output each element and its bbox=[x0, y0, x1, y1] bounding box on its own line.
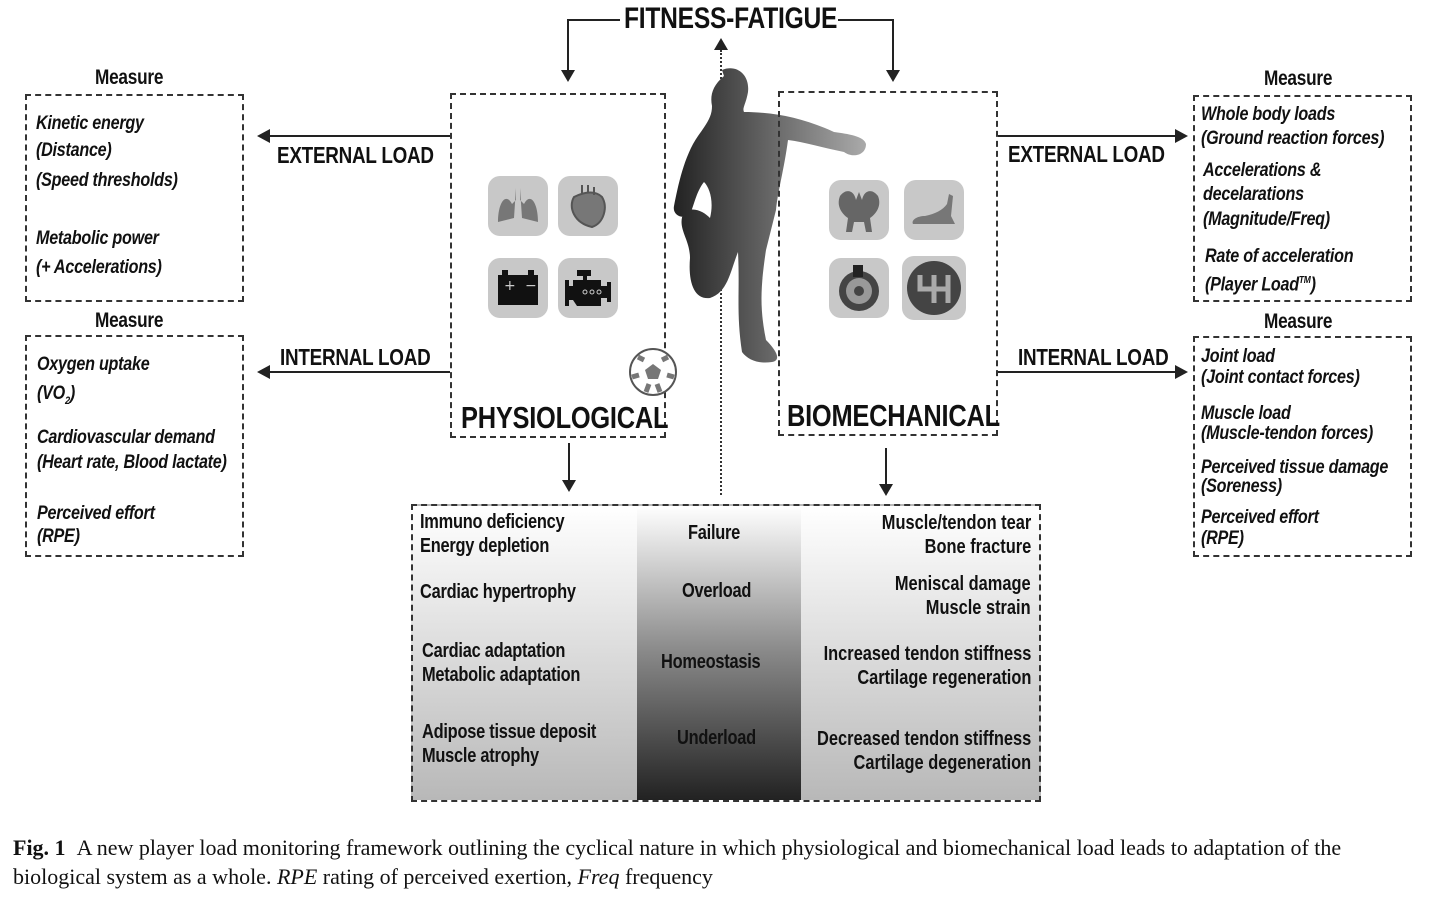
measure-item: (Joint contact forces) bbox=[1201, 367, 1360, 388]
measure-item: (Ground reaction forces) bbox=[1201, 128, 1385, 149]
arrow-down-icon bbox=[879, 484, 893, 496]
svg-text:−: − bbox=[525, 278, 537, 294]
measure-item: (Speed thresholds) bbox=[36, 170, 178, 191]
battery-icon: +− bbox=[488, 258, 548, 318]
level-overload: Overload bbox=[682, 580, 752, 602]
arrow-left-icon bbox=[257, 129, 270, 143]
caption-abbr: RPE bbox=[276, 864, 318, 889]
heart-icon bbox=[558, 176, 618, 236]
caption-label: Fig. 1 bbox=[13, 835, 66, 860]
measure-item: Whole body loads bbox=[1201, 104, 1336, 125]
arrow-right-icon bbox=[1175, 129, 1188, 143]
outcomes-box bbox=[411, 504, 1041, 802]
bracket-drop-left bbox=[567, 19, 569, 74]
soccer-ball-icon bbox=[629, 348, 677, 396]
measure-item: (Soreness) bbox=[1201, 476, 1282, 497]
measure-item: (Magnitude/Freq) bbox=[1203, 209, 1330, 230]
left-external-measure-box: Kinetic energy (Distance) (Speed thresho… bbox=[25, 94, 244, 302]
measure-item: (Muscle-tendon forces) bbox=[1201, 423, 1374, 444]
biomechanical-label: BIOMECHANICAL bbox=[787, 398, 1000, 433]
measure-label: Measure bbox=[95, 309, 164, 332]
foot-icon bbox=[904, 180, 964, 240]
arrow-down-icon bbox=[561, 70, 575, 82]
measure-item: Perceived effort bbox=[37, 503, 155, 524]
measure-item: Perceived tissue damage bbox=[1201, 457, 1389, 478]
arrow-up-icon bbox=[714, 38, 728, 50]
external-load-arrow-right bbox=[998, 135, 1176, 137]
caption-abbr: Freq bbox=[577, 864, 620, 889]
measure-item: decelarations bbox=[1203, 184, 1304, 205]
measure-item: (RPE) bbox=[1201, 528, 1244, 549]
internal-load-label: INTERNAL LOAD bbox=[1018, 344, 1169, 370]
svg-text:+: + bbox=[504, 278, 516, 294]
measure-item: Kinetic energy bbox=[36, 113, 144, 134]
bracket-drop-right bbox=[892, 19, 894, 74]
arrow-right-icon bbox=[1175, 365, 1188, 379]
measure-item: (+ Accelerations) bbox=[36, 257, 162, 278]
arrow-down-icon bbox=[562, 480, 576, 492]
biomechanical-down-arrow bbox=[885, 448, 887, 486]
load-spectrum-column bbox=[637, 506, 801, 800]
arrow-down-icon bbox=[886, 70, 900, 82]
internal-load-label: INTERNAL LOAD bbox=[280, 344, 431, 370]
right-external-measure-box: Whole body loads (Ground reaction forces… bbox=[1193, 95, 1412, 302]
measure-item: (Distance) bbox=[36, 140, 112, 161]
internal-load-arrow-right bbox=[998, 371, 1176, 373]
soccer-player-silhouette bbox=[673, 68, 866, 363]
physiological-label: PHYSIOLOGICAL bbox=[461, 400, 669, 435]
measure-item: Metabolic power bbox=[36, 228, 159, 249]
caption-text: A new player load monitoring framework o… bbox=[13, 835, 1342, 889]
level-failure: Failure bbox=[688, 522, 741, 544]
biomechanical-box bbox=[778, 91, 998, 436]
fitness-fatigue-title: FITNESS-FATIGUE bbox=[624, 2, 838, 35]
measure-label: Measure bbox=[95, 66, 164, 89]
figure-caption: Fig. 1 A new player load monitoring fram… bbox=[13, 833, 1428, 891]
pelvis-icon bbox=[829, 180, 889, 240]
measure-item: (RPE) bbox=[37, 526, 80, 547]
brake-disc-icon bbox=[829, 258, 889, 318]
level-homeostasis: Homeostasis bbox=[661, 651, 761, 673]
measure-item: Muscle load bbox=[1201, 403, 1291, 424]
left-internal-measure-box: Oxygen uptake (VO2) Cardiovascular deman… bbox=[25, 335, 244, 557]
gear-shift-icon bbox=[902, 256, 966, 320]
bracket-line-right bbox=[838, 19, 894, 21]
caption-text: rating of perceived exertion, bbox=[317, 864, 578, 889]
measure-item: Perceived effort bbox=[1201, 507, 1319, 528]
external-load-arrow-left bbox=[268, 135, 450, 137]
level-underload: Underload bbox=[677, 727, 756, 749]
internal-load-arrow-left bbox=[268, 371, 450, 373]
lungs-icon bbox=[488, 176, 548, 236]
measure-item: Joint load bbox=[1201, 346, 1275, 367]
measure-item: (Player LoadTM) bbox=[1205, 274, 1316, 296]
measure-item: (VO2) bbox=[37, 383, 76, 407]
engine-icon bbox=[558, 258, 618, 318]
measure-item: Accelerations & bbox=[1203, 160, 1322, 181]
measure-item: Cardiovascular demand bbox=[37, 427, 215, 448]
caption-text: frequency bbox=[619, 864, 713, 889]
physio-outcome: Cardiac hypertrophy bbox=[420, 581, 576, 603]
external-load-label: EXTERNAL LOAD bbox=[1008, 141, 1165, 167]
right-internal-measure-box: Joint load (Joint contact forces) Muscle… bbox=[1193, 336, 1412, 557]
external-load-label: EXTERNAL LOAD bbox=[277, 142, 434, 168]
physiological-down-arrow bbox=[568, 443, 570, 483]
bracket-line-left bbox=[568, 19, 620, 21]
arrow-left-icon bbox=[257, 365, 270, 379]
measure-label: Measure bbox=[1264, 310, 1333, 333]
physiological-box bbox=[450, 93, 666, 438]
measure-item: Oxygen uptake bbox=[37, 354, 150, 375]
measure-item: (Heart rate, Blood lactate) bbox=[37, 452, 227, 473]
measure-label: Measure bbox=[1264, 67, 1333, 90]
measure-item: Rate of acceleration bbox=[1205, 246, 1354, 267]
